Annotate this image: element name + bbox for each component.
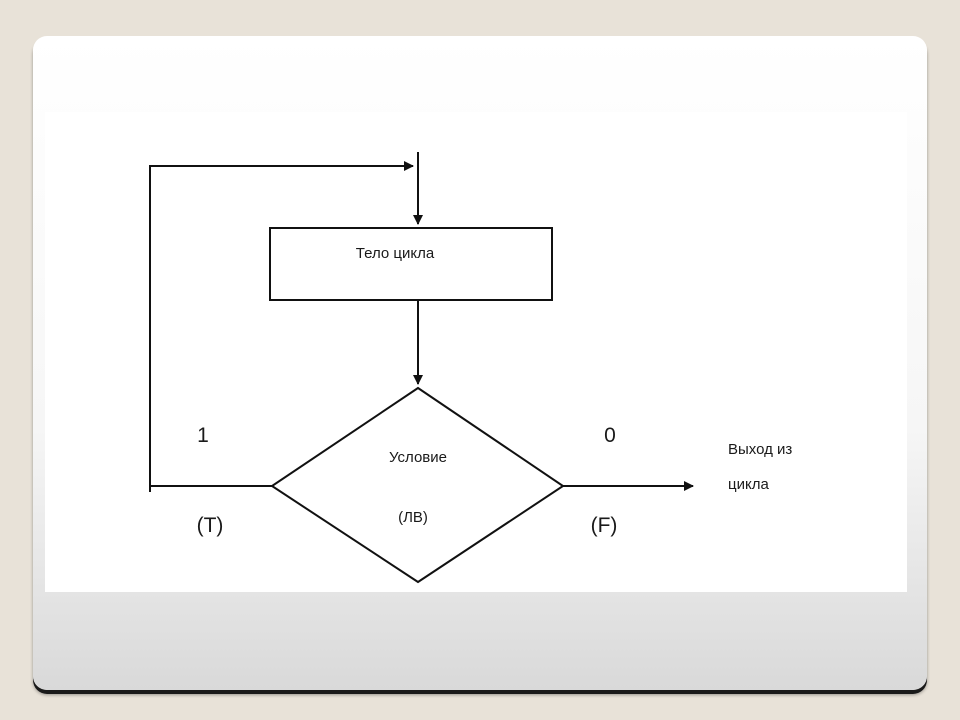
loop-body-box <box>269 227 553 301</box>
loop-back-line <box>149 161 414 487</box>
exit-label-line2: цикла <box>728 476 769 493</box>
condition-diamond <box>270 386 565 584</box>
loop-body-label: Тело цикла <box>356 245 435 262</box>
true-value-label: 1 <box>197 424 209 447</box>
condition-sublabel: (ЛВ) <box>398 509 428 526</box>
condition-label: Условие <box>389 449 447 466</box>
false-branch-label: (F) <box>591 514 618 537</box>
true-branch-label: (T) <box>197 514 224 537</box>
flowchart-canvas: Тело цикла Условие (ЛВ) 1 (T) 0 (F) Выхо… <box>45 112 907 592</box>
loop-flowchart: Тело цикла Условие (ЛВ) 1 (T) 0 (F) Выхо… <box>149 152 792 584</box>
false-value-label: 0 <box>604 424 616 447</box>
exit-label-line1: Выход из <box>728 441 792 458</box>
